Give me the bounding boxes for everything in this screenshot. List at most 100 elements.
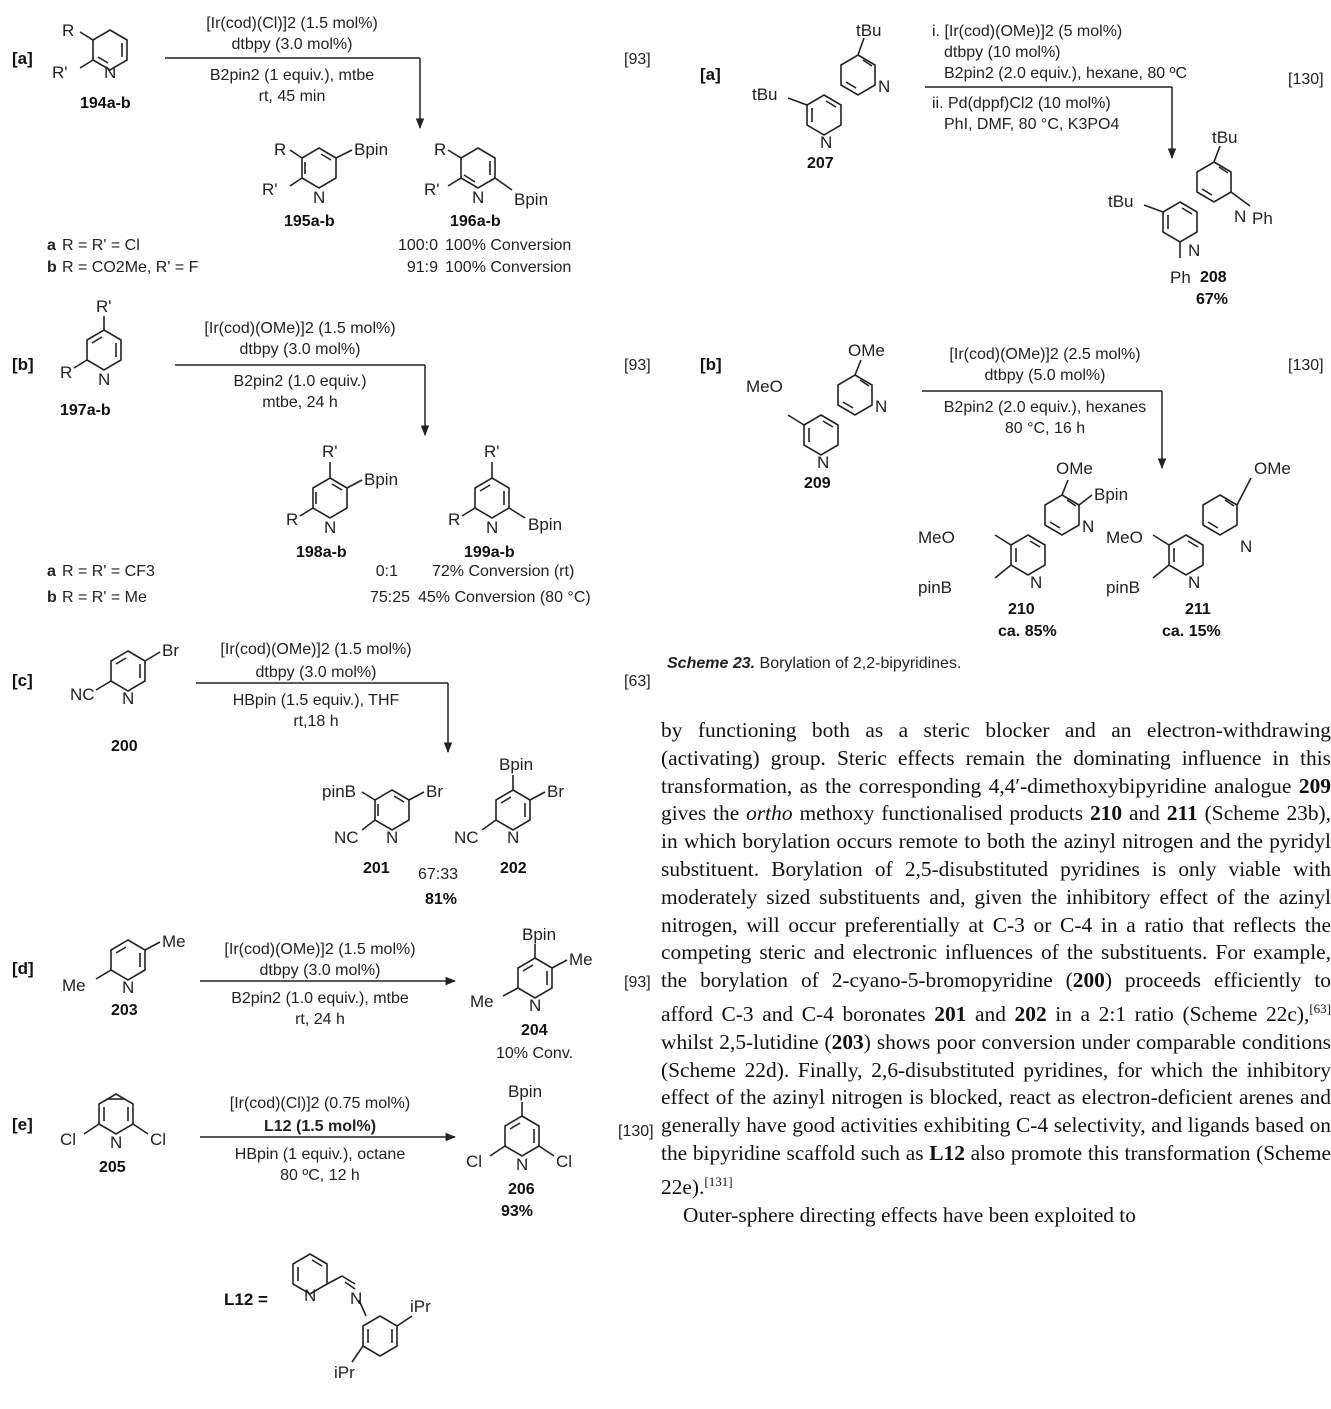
svg-text:N: N xyxy=(313,188,325,207)
svg-text:N: N xyxy=(820,133,832,152)
scheme-a-reagent-1: [Ir(cod)(Cl)]2 (1.5 mol%) xyxy=(206,15,378,32)
svg-text:N: N xyxy=(1188,241,1200,260)
svg-text:Bpin: Bpin xyxy=(528,515,562,534)
row-a-desc: R = R' = Cl xyxy=(62,237,140,254)
scheme-d-reagent-3: B2pin2 (1.0 equiv.), mtbe xyxy=(231,990,409,1007)
row-b-a-ratio: 0:1 xyxy=(376,563,398,580)
svg-text:R: R xyxy=(434,140,446,159)
svg-text:Bpin: Bpin xyxy=(508,1082,542,1101)
scheme-c-reagent-4: rt,18 h xyxy=(293,713,338,730)
scheme-b-reagent-1: [Ir(cod)(OMe)]2 (1.5 mol%) xyxy=(204,320,395,337)
svg-text:Bpin: Bpin xyxy=(364,470,398,489)
ref-compound-210: 210 xyxy=(1089,801,1123,826)
svg-text:N: N xyxy=(507,828,519,847)
scheme-22-figure: [a] R R' N 194a-b [Ir(cod)(Cl)]2 (1.5 mo… xyxy=(12,15,654,1382)
svg-text:tBu: tBu xyxy=(752,85,778,104)
scheme23-a-reagent-4: ii. Pd(dppf)Cl2 (10 mol%) xyxy=(932,95,1111,112)
svg-text:N: N xyxy=(324,518,336,537)
compound-204-label: 204 xyxy=(521,1022,548,1039)
svg-text:N: N xyxy=(1188,573,1200,592)
scheme-c-tag: [c] xyxy=(12,671,33,690)
svg-text:NC: NC xyxy=(334,828,359,847)
svg-text:iPr: iPr xyxy=(410,1297,431,1316)
svg-text:iPr: iPr xyxy=(334,1363,355,1382)
svg-text:Br: Br xyxy=(426,782,443,801)
scheme-d-ref: [93] xyxy=(624,974,651,991)
caption-text: Borylation of 2,2-bipyridines. xyxy=(759,655,962,672)
scheme-c-reagent-2: dtbpy (3.0 mol%) xyxy=(256,664,377,681)
svg-text:Cl: Cl xyxy=(60,1130,76,1149)
compound-210-yield: ca. 85% xyxy=(998,623,1057,640)
scheme-a-tag: [a] xyxy=(12,49,33,68)
svg-text:N: N xyxy=(122,689,134,708)
scheme23-a-tag: [a] xyxy=(700,65,721,84)
compound-208-structure: tBu tBu N Ph N Ph xyxy=(1108,128,1273,287)
compound-210-label: 210 xyxy=(1008,601,1035,618)
compound-206-structure: Bpin Cl Cl N xyxy=(466,1082,572,1174)
scheme23-a-reagent-2: dtbpy (10 mol%) xyxy=(944,44,1061,61)
svg-text:N: N xyxy=(122,978,134,997)
svg-text:tBu: tBu xyxy=(1108,192,1134,211)
scheme-d-reagent-1: [Ir(cod)(OMe)]2 (1.5 mol%) xyxy=(224,941,415,958)
scheme-c-yield: 81% xyxy=(425,891,457,908)
compound-197-structure: R' R N xyxy=(60,297,122,389)
svg-text:N: N xyxy=(529,996,541,1015)
svg-text:R': R' xyxy=(424,180,440,199)
ref-compound-211: 211 xyxy=(1166,801,1198,826)
svg-text:Me: Me xyxy=(470,992,494,1011)
compound-202-structure: Bpin Br NC N xyxy=(454,755,564,847)
scheme-e-ref: [130] xyxy=(618,1123,654,1140)
ref-compound-200: 200 xyxy=(1072,968,1105,993)
substituent-r-prime: R' xyxy=(52,63,68,82)
svg-text:N: N xyxy=(1082,517,1094,536)
svg-text:N: N xyxy=(304,1286,316,1305)
svg-text:Me: Me xyxy=(569,950,593,969)
svg-text:N: N xyxy=(98,370,110,389)
compound-196a-b-label: 196a-b xyxy=(450,213,501,230)
ref-compound-209: 209 xyxy=(1298,773,1331,798)
svg-text:NC: NC xyxy=(454,828,479,847)
ligand-l12-label: L12 = xyxy=(224,1290,268,1309)
ref-ligand-l12: L12 xyxy=(929,1141,965,1166)
scheme23-b-reagent-1: [Ir(cod)(OMe)]2 (2.5 mol%) xyxy=(949,346,1140,363)
scheme23-b-reagent-2: dtbpy (5.0 mol%) xyxy=(985,367,1106,384)
compound-196-structure: R R' N Bpin xyxy=(424,140,548,209)
scheme-d-reagent-4: rt, 24 h xyxy=(295,1011,345,1028)
svg-text:Cl: Cl xyxy=(150,1130,166,1149)
compound-210-structure: OMe Bpin MeO N N pinB xyxy=(918,459,1128,597)
row-b-a-desc: R = R' = CF3 xyxy=(62,563,155,580)
body-text: by functioning both as a steric blocker … xyxy=(661,717,1331,1230)
svg-text:R': R' xyxy=(96,297,112,316)
svg-text:N: N xyxy=(486,518,498,537)
compound-194-structure: R R' N xyxy=(52,21,128,82)
bpin-label: Bpin xyxy=(354,140,388,159)
row-b-b-ratio: 75:25 xyxy=(370,589,410,606)
svg-text:a: a xyxy=(47,563,56,580)
scheme-d-reagent-2: dtbpy (3.0 mol%) xyxy=(260,962,381,979)
scheme-c-reagent-3: HBpin (1.5 equiv.), THF xyxy=(233,692,400,709)
svg-text:OMe: OMe xyxy=(1056,459,1093,478)
svg-text:b: b xyxy=(47,589,57,606)
svg-text:a: a xyxy=(47,237,56,254)
svg-text:N: N xyxy=(110,1133,122,1152)
svg-text:N: N xyxy=(878,77,890,96)
ortho-term: ortho xyxy=(746,801,793,826)
compound-199a-b-label: 199a-b xyxy=(464,544,515,561)
svg-text:Bpin: Bpin xyxy=(514,190,548,209)
svg-text:R: R xyxy=(274,140,286,159)
citation-131: [131] xyxy=(704,1173,733,1189)
svg-text:Me: Me xyxy=(62,976,86,995)
compound-204-structure: Bpin Me Me N xyxy=(470,925,593,1015)
svg-text:R: R xyxy=(60,363,72,382)
compound-197a-b-label: 197a-b xyxy=(60,402,111,419)
compound-201-structure: pinB Br NC N xyxy=(322,782,443,847)
svg-text:R': R' xyxy=(322,442,338,461)
svg-text:Cl: Cl xyxy=(466,1152,482,1171)
svg-text:N: N xyxy=(817,453,829,472)
compound-211-yield: ca. 15% xyxy=(1162,623,1221,640)
compound-195a-b-label: 195a-b xyxy=(284,213,335,230)
scheme-e-yield: 93% xyxy=(501,1203,533,1220)
scheme-e-reagent-4: 80 ºC, 12 h xyxy=(280,1167,360,1184)
scheme-b-reagent-2: dtbpy (3.0 mol%) xyxy=(240,341,361,358)
scheme23-b-ref: [130] xyxy=(1288,357,1324,374)
